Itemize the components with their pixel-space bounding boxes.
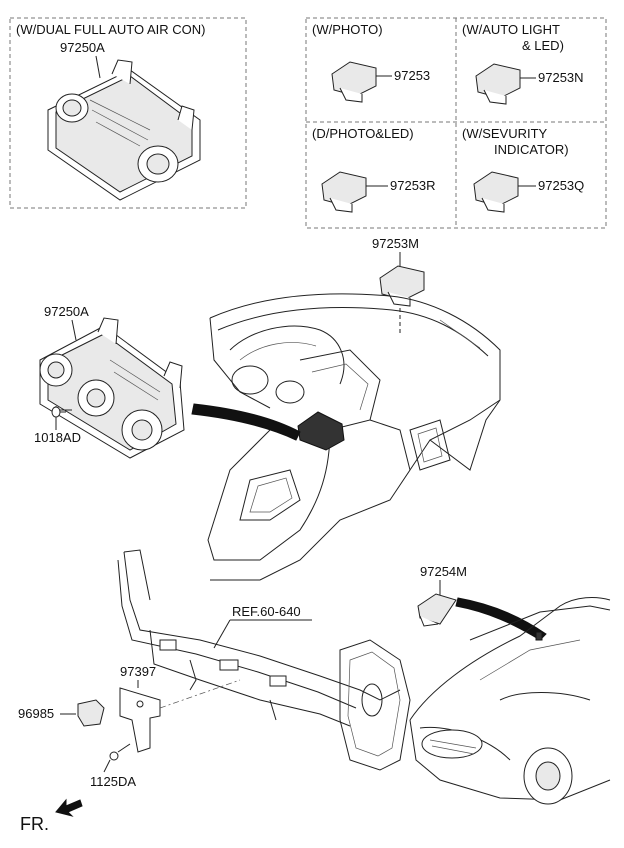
aircon-control-main: 97250A [39,304,185,459]
fr-label: FR. [20,814,49,834]
box-variants-grid [305,17,607,229]
box-title-photo: (W/PHOTO) [312,22,383,37]
label-96985: 96985 [18,706,54,721]
label-ref: REF.60-640 [232,604,301,619]
label-1125DA: 1125DA [90,774,136,789]
sensor-97253: 97253 [331,61,430,103]
clip-96985: 96985 [18,699,105,727]
label-97254M: 97254M [420,564,467,579]
box-dual-auto-aircon [9,17,247,209]
box-title-dual-aircon: (W/DUAL FULL AUTO AIR CON) [16,22,206,37]
box-title-security-1: (W/SEVURITY [462,126,548,141]
label-97250A-box: 97250A [60,40,105,55]
sensor-97253Q: 97253Q [473,171,584,213]
front-arrow-icon [55,798,83,817]
screw-1125DA: 1125DA [90,743,136,789]
label-97397: 97397 [120,664,156,679]
sensor-97254M: 97254M [417,564,467,627]
box-title-auto-light-2: & LED) [522,38,564,53]
reference-label: REF.60-640 [213,604,312,649]
label-97253: 97253 [394,68,430,83]
car-outline [409,597,611,805]
front-direction-indicator: FR. [20,798,83,834]
sensor-97253M: 97253M [372,236,425,334]
dashboard [207,293,501,581]
label-97253Q: 97253Q [538,178,584,193]
cowl-crossbar [117,549,411,771]
box-title-photo-led: (D/PHOTO&LED) [312,126,414,141]
label-97250A-main: 97250A [44,304,89,319]
label-97253M: 97253M [372,236,419,251]
bracket-97397: 97397 [119,664,241,753]
box-title-auto-light-1: (W/AUTO LIGHT [462,22,560,37]
label-97253R: 97253R [390,178,436,193]
screw-1018AD: 1018AD [34,406,81,445]
pointer-arrow-windshield [455,597,547,641]
label-1018AD: 1018AD [34,430,81,445]
sensor-97253R: 97253R [321,171,436,213]
pointer-arrow-control [191,403,301,441]
sensor-97253N: 97253N [475,63,584,105]
aircon-control-dual: 97250A [47,40,201,201]
box-title-security-2: INDICATOR) [494,142,569,157]
label-97253N: 97253N [538,70,584,85]
